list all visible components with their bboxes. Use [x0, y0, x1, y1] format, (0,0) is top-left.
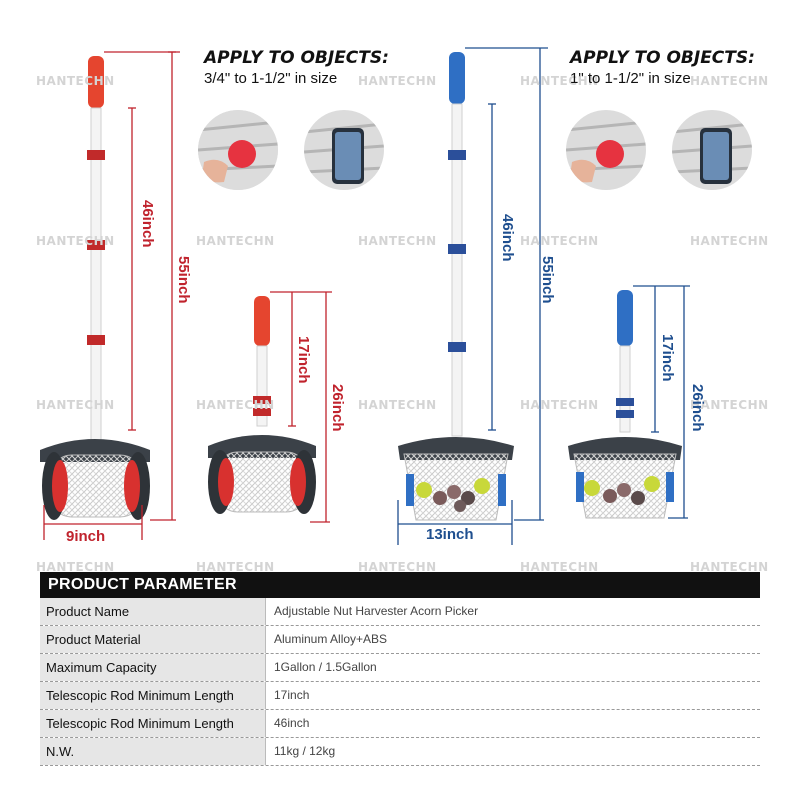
row-label: N.W. [40, 738, 266, 765]
right-ball-photo [566, 110, 646, 190]
table-row: Telescopic Rod Minimum Length 17inch [40, 682, 760, 710]
table-title: PRODUCT PARAMETER [40, 572, 760, 598]
table-row: Telescopic Rod Minimum Length 46inch [40, 710, 760, 738]
row-value: Aluminum Alloy+ABS [274, 632, 388, 646]
row-label: Product Name [40, 598, 266, 625]
short-red-picker [208, 296, 316, 514]
left-short-outer-label: 26inch [329, 384, 346, 432]
row-value: 1Gallon / 1.5Gallon [274, 660, 377, 674]
watermark: HANTECHN [36, 234, 115, 248]
watermark: HANTECHN [36, 398, 115, 412]
watermark: HANTECHN [690, 560, 769, 574]
watermark: HANTECHN [358, 234, 437, 248]
row-value: 46inch [274, 716, 310, 730]
watermark: HANTECHN [520, 398, 599, 412]
row-value: Adjustable Nut Harvester Acorn Picker [274, 604, 479, 618]
right-width-label: 13inch [426, 526, 474, 543]
tall-blue-dimensions [397, 47, 548, 545]
left-width-label: 9inch [66, 528, 106, 545]
watermark: HANTECHN [358, 560, 437, 574]
left-ball-photo [198, 110, 278, 190]
right-tall-inner-label: 46inch [499, 214, 516, 262]
watermark: HANTECHN [196, 398, 275, 412]
watermark: HANTECHN [196, 234, 275, 248]
watermark: HANTECHN [358, 74, 437, 88]
table-row: Maximum Capacity 1Gallon / 1.5Gallon [40, 654, 760, 682]
watermark: HANTECHN [690, 74, 769, 88]
watermark: HANTECHN [520, 560, 599, 574]
table-row: N.W. 11kg / 12kg [40, 738, 760, 766]
row-label: Product Material [40, 626, 266, 653]
left-short-inner-label: 17inch [295, 336, 312, 384]
right-short-outer-label: 26inch [689, 384, 706, 432]
right-short-inner-label: 17inch [659, 334, 676, 382]
product-illustration [40, 47, 690, 545]
table-row: Product Material Aluminum Alloy+ABS [40, 626, 760, 654]
left-phone-photo [304, 110, 384, 190]
tall-red-dimensions [43, 51, 180, 540]
product-image-area: HANTECHN HANTECHN HANTECHN HANTECHN HANT… [36, 47, 769, 574]
left-apply-title: APPLY TO OBJECTS: [204, 48, 389, 68]
watermark: HANTECHN [36, 560, 115, 574]
tall-red-picker [40, 56, 150, 520]
short-red-dimensions [270, 291, 332, 523]
table-row: Product Name Adjustable Nut Harvester Ac… [40, 598, 760, 626]
short-blue-dimensions [633, 285, 690, 519]
row-label: Telescopic Rod Minimum Length [40, 682, 266, 709]
watermark: HANTECHN [196, 560, 275, 574]
left-tall-inner-label: 46inch [139, 200, 156, 248]
watermark: HANTECHN [690, 398, 769, 412]
product-parameter-table: PRODUCT PARAMETER Product Name Adjustabl… [40, 572, 760, 766]
watermark: HANTECHN [358, 398, 437, 412]
row-value: 17inch [274, 688, 310, 702]
watermark: HANTECHN [690, 234, 769, 248]
right-apply-title: APPLY TO OBJECTS: [570, 48, 755, 68]
left-apply-size: 3/4" to 1-1/2" in size [204, 70, 338, 87]
short-blue-picker [568, 290, 682, 519]
right-tall-outer-label: 55inch [539, 256, 556, 304]
watermark: HANTECHN [520, 234, 599, 248]
watermark: HANTECHN [520, 74, 599, 88]
left-tall-outer-label: 55inch [175, 256, 192, 304]
row-value: 11kg / 12kg [274, 744, 336, 758]
row-label: Telescopic Rod Minimum Length [40, 710, 266, 737]
tall-blue-picker [398, 52, 514, 521]
watermark: HANTECHN [36, 74, 115, 88]
right-phone-photo [672, 110, 752, 190]
right-apply-size: 1" to 1-1/2" in size [570, 70, 691, 87]
row-label: Maximum Capacity [40, 654, 266, 681]
